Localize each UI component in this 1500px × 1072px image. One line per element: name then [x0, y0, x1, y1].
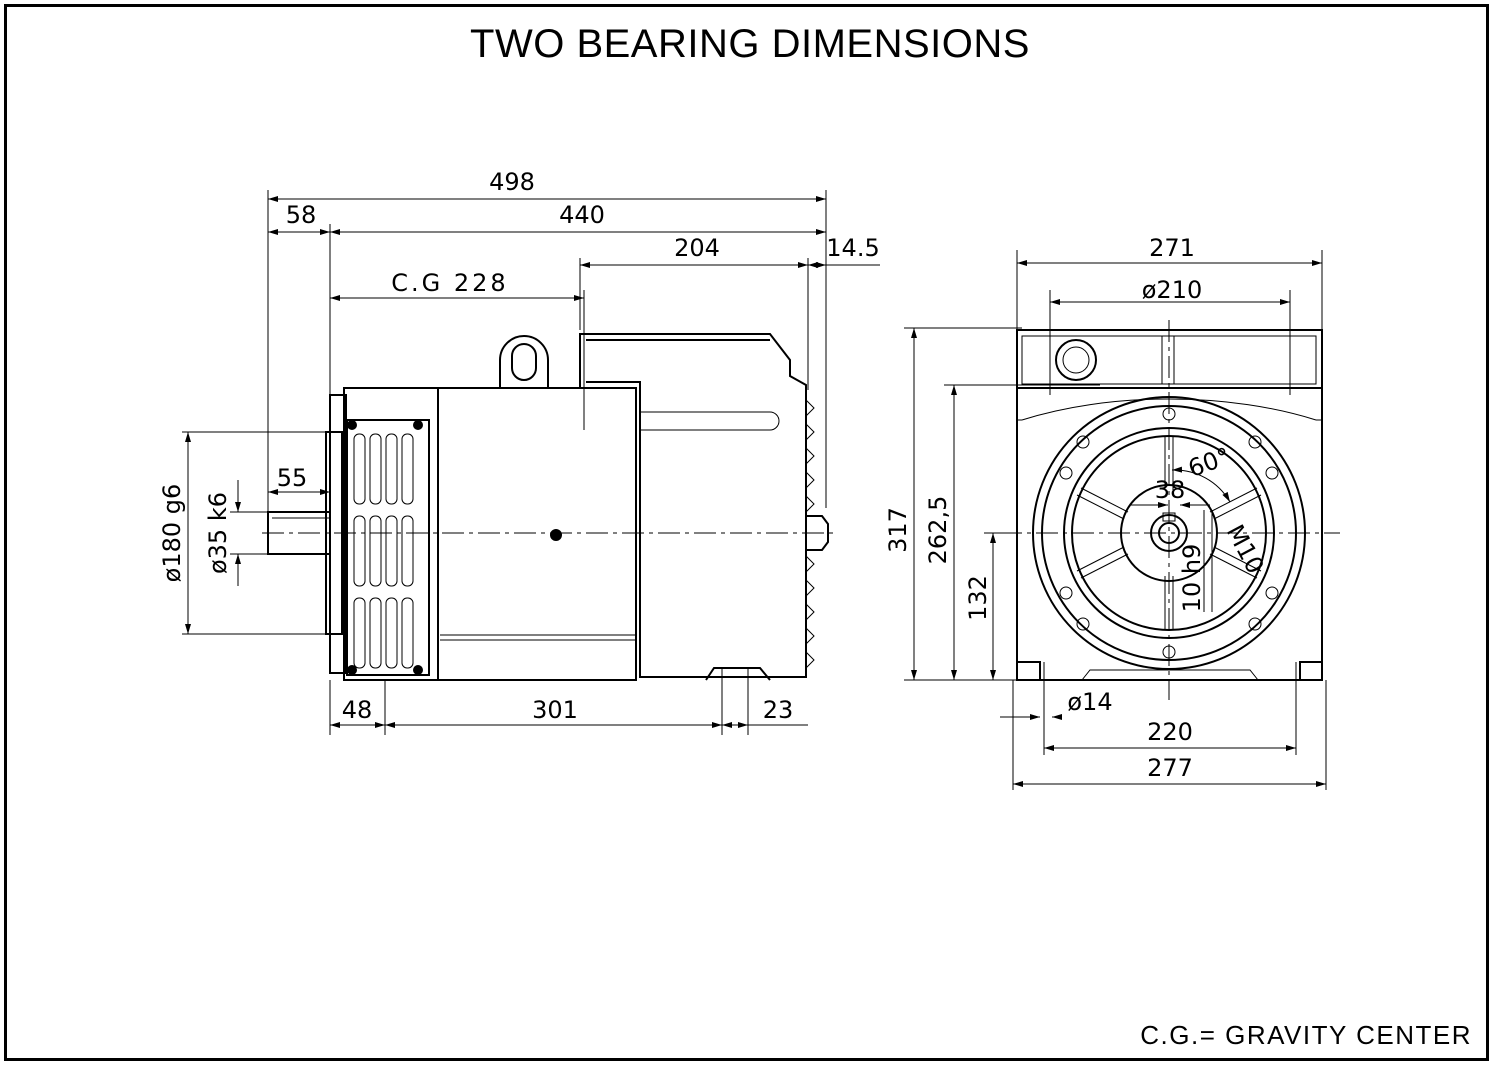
dim-498: 498 [489, 168, 535, 196]
generator-end-outline [1000, 320, 1340, 700]
dim-317: 317 [884, 507, 912, 553]
dim-60-deg: 60° [1184, 442, 1234, 483]
dim-14: ø14 [1067, 688, 1112, 716]
generator-side-outline [262, 333, 836, 681]
dim-flange-diameter: ø180 g6 [158, 484, 186, 583]
end-shield-spokes [1076, 436, 1262, 630]
dim-58: 58 [286, 201, 317, 229]
side-view: 498 58 440 204 14.5 C.G 228 55 ø180 g6 ø… [158, 168, 880, 735]
dim-cg-228: C.G 228 [391, 269, 508, 297]
dim-204: 204 [674, 234, 720, 262]
dim-220: 220 [1147, 718, 1193, 746]
drawing-title: TWO BEARING DIMENSIONS [470, 22, 1030, 66]
dim-262-5: 262,5 [924, 496, 952, 565]
dim-55: 55 [277, 464, 308, 492]
dim-23: 23 [763, 696, 794, 724]
gravity-center-marker [550, 529, 562, 541]
dim-210: ø210 [1142, 276, 1203, 304]
dim-301: 301 [532, 696, 578, 724]
vent-slots [353, 433, 414, 669]
end-extension-lines [904, 250, 1327, 790]
drawing-frame [4, 4, 1489, 1061]
dim-271: 271 [1149, 234, 1195, 262]
end-view: 271 ø210 317 262,5 132 60° 38 M10 10 h9 … [884, 234, 1340, 790]
dim-14-5: 14.5 [826, 234, 879, 262]
dim-48: 48 [342, 696, 373, 724]
dim-38: 38 [1155, 476, 1186, 504]
end-dimension-lines [911, 260, 1326, 787]
dim-277: 277 [1147, 754, 1193, 782]
dimension-lines [185, 196, 880, 728]
dim-10-h9: 10 h9 [1178, 544, 1206, 613]
dim-440: 440 [559, 201, 605, 229]
rear-cooling-fins [805, 399, 815, 669]
dim-shaft-diameter: ø35 k6 [204, 492, 232, 574]
end-shield-bolts [1059, 407, 1279, 659]
gravity-center-note: C.G.= GRAVITY CENTER [1140, 1020, 1472, 1050]
dim-m10: M10 [1221, 520, 1270, 578]
dim-132: 132 [964, 575, 992, 621]
